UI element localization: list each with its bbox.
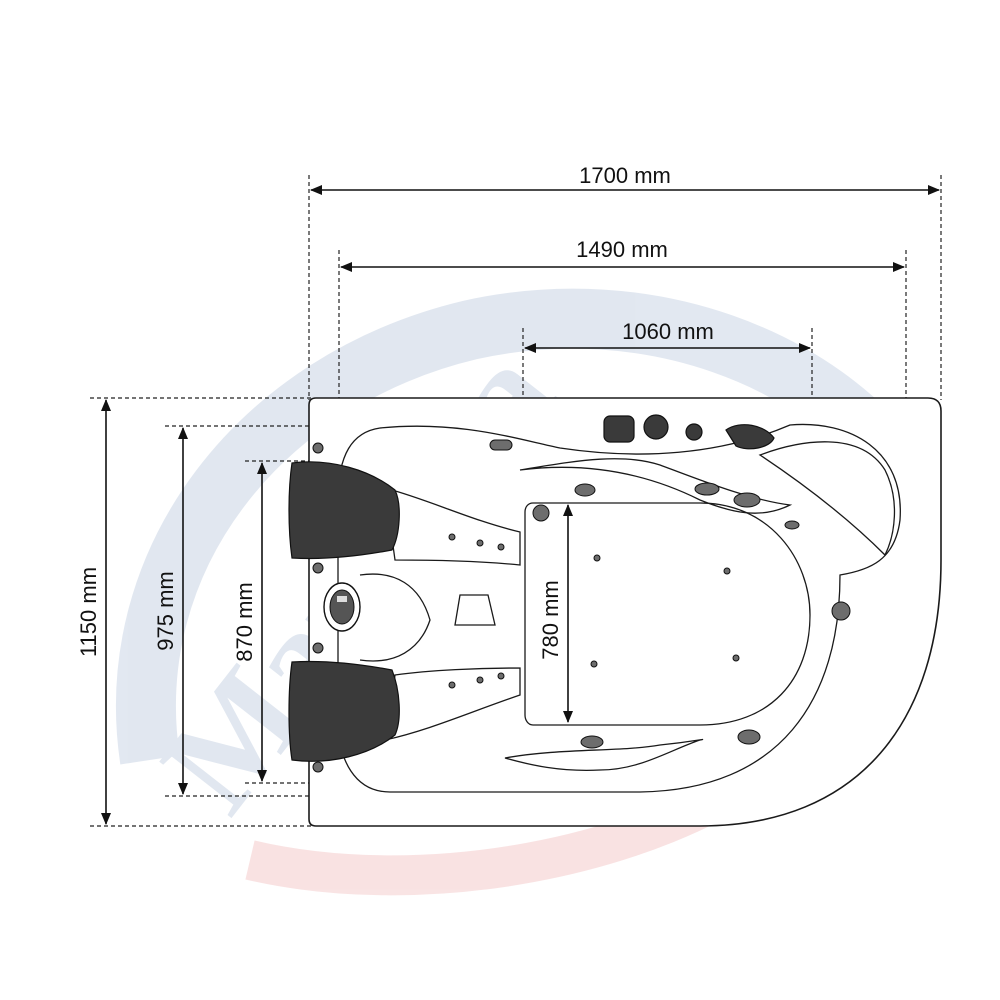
headrest-pins: [312, 442, 324, 773]
overall-width-label: 1150 mm: [76, 567, 101, 657]
dimension-overall-width: 1150 mm: [76, 397, 312, 827]
control-display-icon: [337, 596, 347, 602]
jet-icon: [784, 520, 800, 530]
rim-length-label: 1490 mm: [576, 237, 668, 262]
jets: [448, 482, 851, 749]
jet-icon: [694, 482, 720, 496]
faucet-set: [489, 414, 775, 451]
jet-icon: [574, 483, 596, 497]
rim-width-label: 975 mm: [153, 571, 178, 650]
spout-icon: [725, 424, 775, 450]
jet-icon: [593, 554, 601, 562]
diverter-knob-icon: [685, 423, 703, 441]
pin-icon: [312, 761, 324, 773]
headrest-icon: [288, 660, 400, 762]
tub-upper-contour: [519, 458, 793, 514]
seat-width-label: 780 mm: [538, 580, 563, 659]
jet-icon: [497, 672, 505, 680]
headrests: [288, 461, 400, 762]
jet-icon: [448, 681, 456, 689]
center-console-outline: [359, 573, 431, 662]
pin-icon: [312, 562, 324, 574]
jet-icon: [448, 533, 456, 541]
tub-outer-rim: [308, 397, 942, 827]
pin-icon: [312, 442, 324, 454]
jet-icon: [476, 539, 484, 547]
jet-icon: [497, 543, 505, 551]
valve-icon: [603, 415, 635, 443]
jet-icon: [831, 601, 851, 621]
inner-width-label: 870 mm: [232, 582, 257, 661]
dimension-seat-width: 780 mm: [538, 504, 573, 723]
jet-icon: [732, 654, 740, 662]
pin-icon: [312, 642, 324, 654]
overflow-cover-icon: [454, 594, 496, 626]
seat-length-label: 1060 mm: [622, 319, 714, 344]
overall-length-label: 1700 mm: [579, 163, 671, 188]
cup-holder-icon: [489, 439, 513, 451]
dimension-overall-length: 1700 mm: [308, 163, 942, 400]
tub-lower-contour: [504, 738, 704, 771]
jet-icon: [532, 504, 550, 522]
bathtub-outline: [308, 397, 942, 827]
jet-icon: [733, 492, 761, 508]
control-panel: [323, 582, 361, 632]
backrest-channel-upper: [384, 487, 521, 566]
backrest-channel-lower: [384, 667, 521, 741]
mixer-knob-icon: [643, 414, 669, 440]
headrest-icon: [288, 461, 400, 560]
jet-icon: [476, 676, 484, 684]
tub-seat-area: [524, 502, 811, 726]
jet-icon: [580, 735, 604, 749]
jet-icon: [723, 567, 731, 575]
jet-icon: [590, 660, 598, 668]
tub-corner-step: [758, 441, 896, 557]
jet-icon: [737, 729, 761, 745]
control-panel-icon: [329, 589, 355, 625]
